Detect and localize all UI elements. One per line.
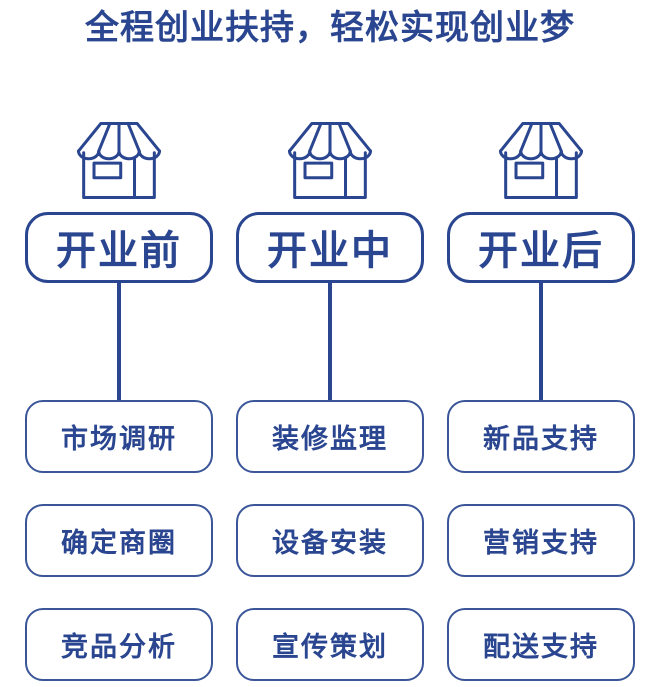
- item-equipment-installation: 设备安装: [236, 503, 424, 577]
- phase-header-opening: 开业中: [236, 211, 424, 283]
- storefront-icon: [287, 121, 373, 199]
- phase-columns: 开业前 市场调研 确定商圈 竞品分析 开业中 装修监理 设备安装 宣传策划: [0, 120, 660, 681]
- connector-line: [328, 282, 332, 400]
- column-pre-opening: 开业前 市场调研 确定商圈 竞品分析: [25, 120, 213, 681]
- connector-line: [539, 282, 543, 400]
- column-opening: 开业中 装修监理 设备安装 宣传策划: [236, 120, 424, 681]
- connector-line: [117, 282, 121, 400]
- phase-header-post-opening: 开业后: [447, 211, 635, 283]
- storefront-icon: [498, 121, 584, 199]
- storefront-icon: [76, 121, 162, 199]
- item-business-district: 确定商圈: [25, 503, 213, 577]
- item-delivery-support: 配送支持: [447, 607, 635, 681]
- item-market-research: 市场调研: [25, 399, 213, 473]
- item-decoration-supervision: 装修监理: [236, 399, 424, 473]
- column-post-opening: 开业后 新品支持 营销支持 配送支持: [447, 120, 635, 681]
- page-title: 全程创业扶持，轻松实现创业梦: [85, 9, 575, 47]
- item-competitor-analysis: 竞品分析: [25, 607, 213, 681]
- item-marketing-support: 营销支持: [447, 503, 635, 577]
- phase-header-pre-opening: 开业前: [25, 211, 213, 283]
- item-new-product-support: 新品支持: [447, 399, 635, 473]
- item-promotion-planning: 宣传策划: [236, 607, 424, 681]
